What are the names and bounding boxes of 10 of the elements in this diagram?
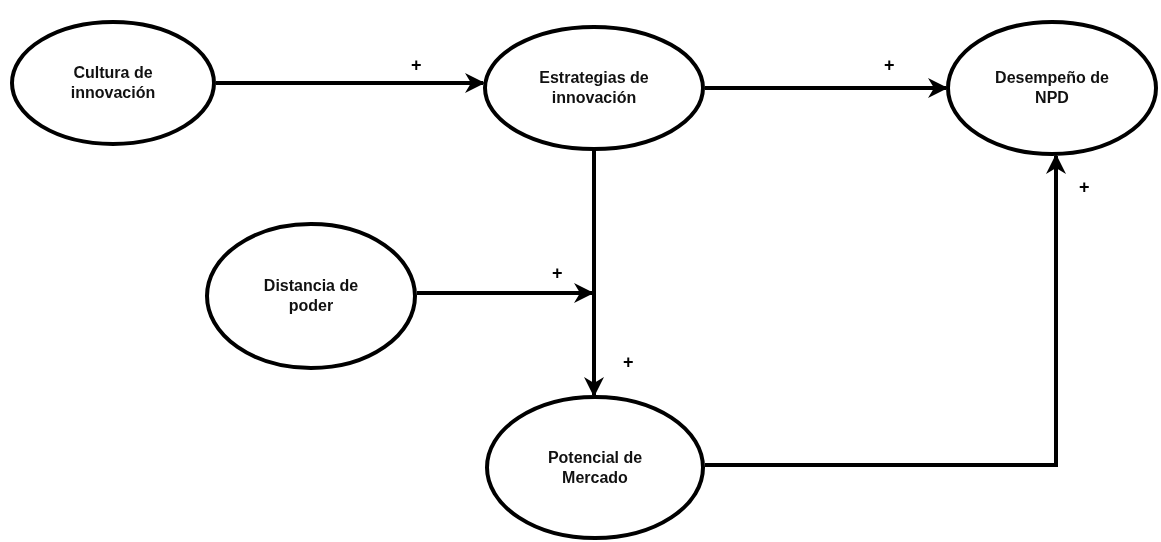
arrow <box>216 73 485 93</box>
arrow <box>584 151 604 397</box>
arrow <box>705 154 1066 467</box>
node-label: Estrategias de innovación <box>538 68 650 108</box>
arrow <box>705 78 948 98</box>
node-label: Desempeño de NPD <box>994 68 1110 108</box>
arrow <box>417 283 594 303</box>
node-label: Potencial de Mercado <box>546 447 644 488</box>
node-label: Distancia de poder <box>262 276 360 316</box>
node-label: Cultura de innovación <box>69 63 157 103</box>
